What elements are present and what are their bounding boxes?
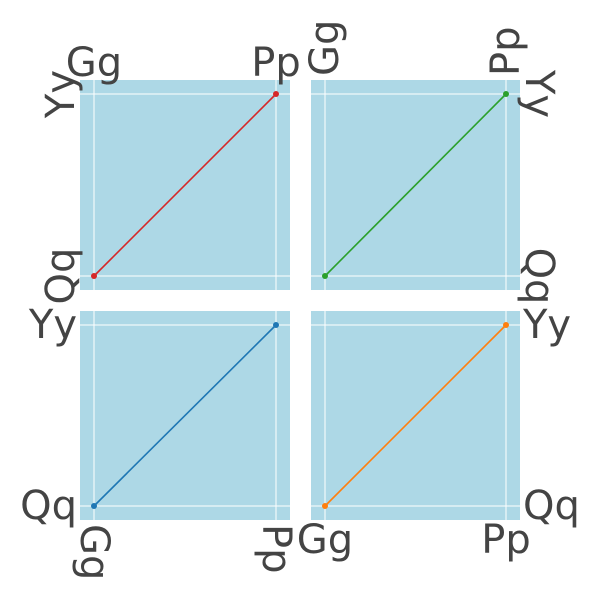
panel-3-xtick-Pp: Pp bbox=[253, 524, 299, 574]
panel-2-series-line bbox=[324, 93, 507, 277]
panel-4-xtick-Pp: Pp bbox=[481, 517, 531, 563]
panel-3-point-0 bbox=[91, 503, 97, 509]
panel-2-xtick-Gg: Gg bbox=[302, 20, 348, 76]
panel-1-point-0 bbox=[91, 273, 97, 279]
panel-3-xtick-Gg: Gg bbox=[71, 524, 117, 580]
panel-3-point-1 bbox=[273, 322, 279, 328]
panel-4-point-1 bbox=[503, 322, 509, 328]
panel-3-ytick-Yy: Yy bbox=[28, 302, 77, 348]
panel-2-point-0 bbox=[322, 273, 328, 279]
panel-1-xtick-Pp: Pp bbox=[251, 40, 301, 86]
panel-3-ytick-Qq: Qq bbox=[20, 483, 77, 529]
panel-2-point-1 bbox=[503, 91, 509, 97]
panel-1-ytick-Qq: Qq bbox=[38, 248, 84, 305]
panel-2-ytick-Yy: Yy bbox=[516, 69, 562, 118]
panel-2-xtick-Pp: Pp bbox=[483, 26, 529, 76]
panel-4-xtick-Gg: Gg bbox=[297, 517, 353, 563]
panel-1-xtick-Gg: Gg bbox=[66, 40, 122, 86]
panel-1-point-1 bbox=[273, 91, 279, 97]
panel-4-ytick-Qq: Qq bbox=[523, 483, 580, 529]
panel-4-point-0 bbox=[322, 503, 328, 509]
panel-2-ytick-Qq: Qq bbox=[516, 248, 562, 305]
panel-1-ytick-Yy: Yy bbox=[38, 70, 84, 119]
panel-3-series-line bbox=[93, 324, 277, 507]
panel-4-ytick-Yy: Yy bbox=[522, 302, 571, 348]
panel-4-series-line bbox=[324, 324, 507, 507]
panel-1-series-line bbox=[93, 93, 277, 277]
